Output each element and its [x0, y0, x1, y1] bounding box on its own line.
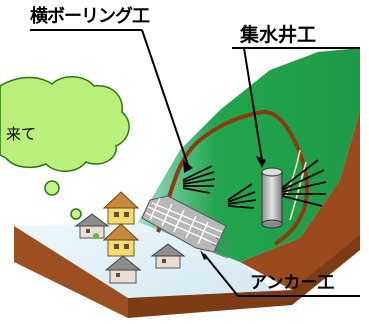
house-3	[102, 223, 140, 257]
horizontal-boring-label: 横ボーリング工	[30, 6, 150, 27]
well-drains	[281, 159, 327, 207]
thought-dot-large	[44, 180, 60, 196]
horizontal-boring-drains-lower	[227, 183, 257, 209]
speech-bubble	[0, 76, 130, 172]
house-5	[104, 255, 142, 284]
anchor-wall	[141, 195, 237, 259]
house-2	[74, 213, 110, 239]
anchor-work-label: アンカー工	[250, 273, 335, 293]
cracks	[285, 149, 307, 221]
house-4	[150, 243, 186, 269]
leader-lines	[30, 29, 360, 297]
speech-bubble-text: 来て	[6, 125, 37, 143]
water-collection-well	[261, 167, 283, 229]
water-collection-well-label: 集水井工	[240, 24, 317, 46]
thought-dot-small	[70, 208, 82, 220]
horizontal-boring-drains-upper	[182, 165, 216, 194]
marker-dot	[93, 233, 99, 239]
slip-surface-line	[156, 110, 309, 246]
house-1	[102, 191, 140, 225]
